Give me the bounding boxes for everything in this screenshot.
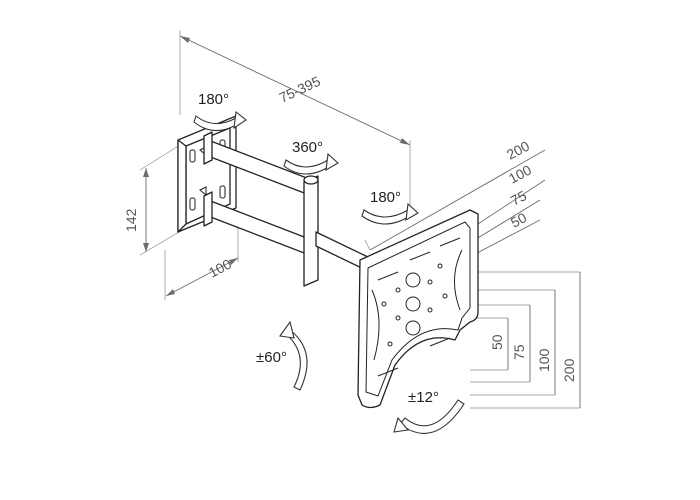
rotation-arrow-icon [393,399,465,434]
dimension-width [164,225,239,300]
label-vert-50: 50 [489,334,505,350]
label-rotation-top: 180° [198,91,229,108]
label-diag-200: 200 [504,137,532,162]
label-diag-100: 100 [506,161,534,186]
rotation-arrow-icon [193,110,247,132]
label-height: 142 [123,208,139,232]
label-vert-100: 100 [536,348,552,372]
label-width: 100 [206,255,234,280]
rotation-arrow-icon [279,320,308,391]
dimension-reach [179,30,411,215]
elbow-joint [303,175,371,287]
label-rotation-tilt: ±60° [256,349,287,366]
label-rotation-middle: 360° [292,139,323,156]
label-vert-200: 200 [561,358,577,382]
label-rotation-right: 180° [370,189,401,206]
label-diag-75: 75 [508,187,529,209]
label-diag-50: 50 [508,209,529,231]
rotation-arrow-icon [361,202,419,225]
vesa-plate [357,209,479,409]
dimension-vesa-vertical [470,271,581,409]
dimension-height [139,139,189,256]
rotation-arrow-icon [283,152,339,175]
label-vert-75: 75 [511,344,527,360]
label-rotation-swivel: ±12° [408,389,439,406]
